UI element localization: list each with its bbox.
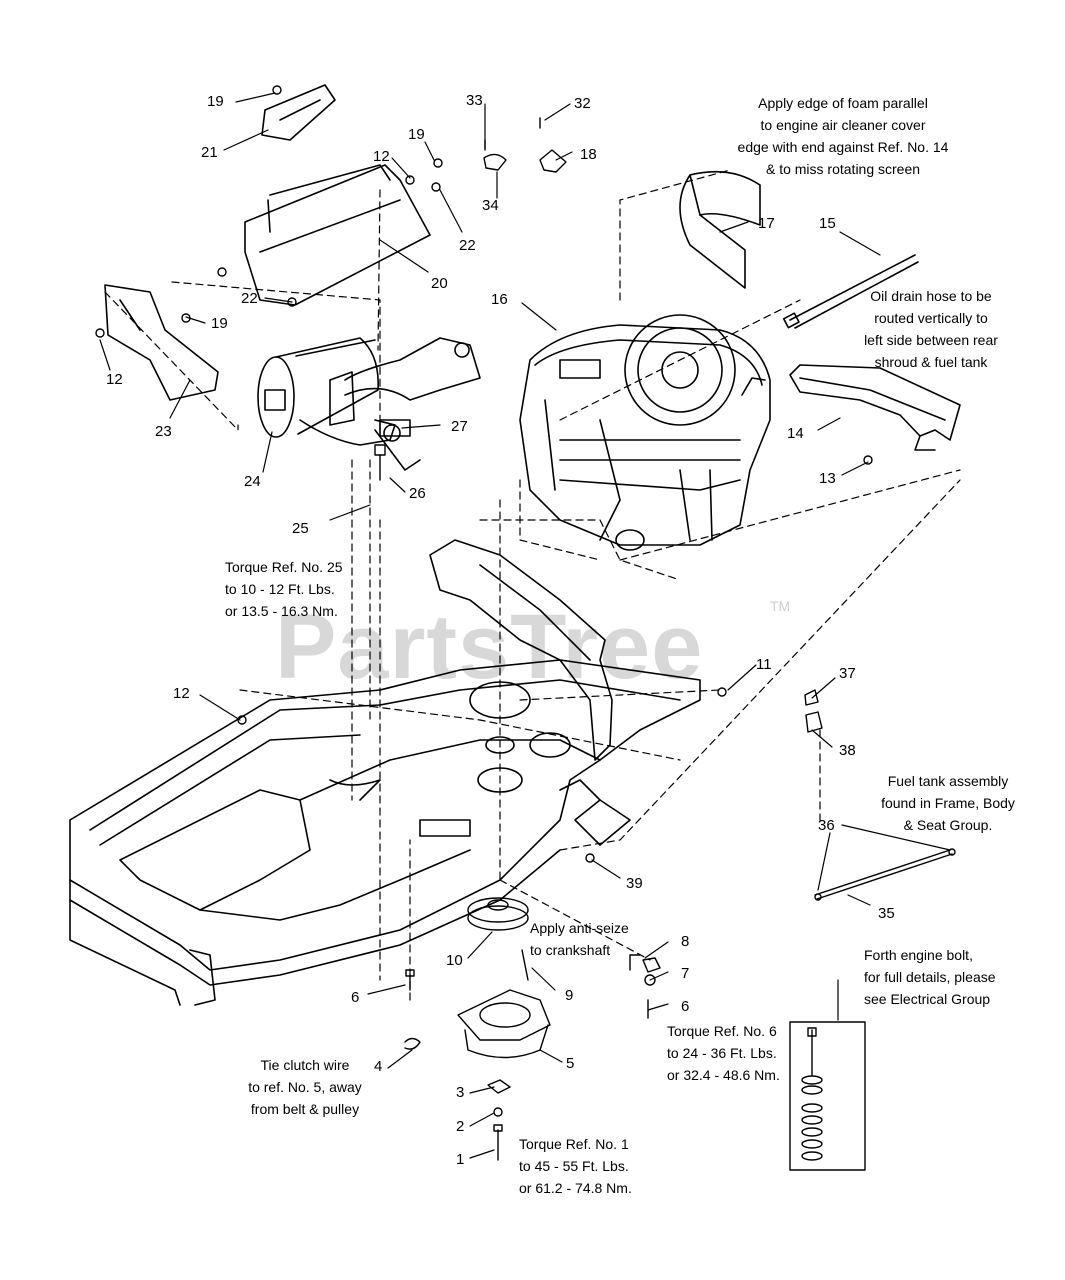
hardware-parts xyxy=(95,85,956,1161)
callout-12: 12 xyxy=(373,148,390,165)
callout-3: 3 xyxy=(456,1084,465,1101)
leader-lines xyxy=(99,92,951,1159)
callout-4: 4 xyxy=(374,1058,383,1075)
callout-10: 10 xyxy=(446,952,463,969)
callout-38: 38 xyxy=(839,742,856,759)
assembly-lines xyxy=(104,169,961,1001)
callout-6: 6 xyxy=(681,998,690,1015)
callout-1: 1 xyxy=(456,1151,465,1168)
callout-39: 39 xyxy=(626,875,643,892)
engine-bolt-detail-box xyxy=(789,1021,866,1171)
watermark-trademark: TM xyxy=(770,598,791,614)
watermark-logo: PartsTree xyxy=(275,596,704,698)
callout-11: 11 xyxy=(756,656,772,673)
callout-18: 18 xyxy=(580,146,597,163)
exhaust-pipes-27 xyxy=(299,337,481,471)
callout-27: 27 xyxy=(451,418,468,435)
callout-22: 22 xyxy=(241,290,258,307)
callout-23: 23 xyxy=(155,423,172,440)
callout-6: 6 xyxy=(351,989,360,1006)
callout-35: 35 xyxy=(878,905,895,922)
callout-12: 12 xyxy=(106,371,123,388)
side-shield-23 xyxy=(104,284,219,401)
callout-34: 34 xyxy=(482,197,499,214)
callout-25: 25 xyxy=(292,520,309,537)
callout-19: 19 xyxy=(211,315,228,332)
callout-12: 12 xyxy=(173,685,190,702)
shield-plate-21 xyxy=(261,84,336,141)
callout-22: 22 xyxy=(459,237,476,254)
callout-19: 19 xyxy=(408,126,425,143)
callout-19: 19 xyxy=(207,93,224,110)
callout-5: 5 xyxy=(566,1055,575,1072)
callout-16: 16 xyxy=(491,291,508,308)
callout-24: 24 xyxy=(244,473,261,490)
muffler-24 xyxy=(257,337,379,438)
callout-13: 13 xyxy=(819,470,836,487)
heat-shield-20 xyxy=(244,164,431,306)
note-forth-engine-bolt: Forth engine bolt,for full details, plea… xyxy=(864,947,996,1007)
callout-36: 36 xyxy=(818,817,835,834)
main-frame xyxy=(69,659,701,1006)
frame-upright xyxy=(429,539,613,761)
callout-2: 2 xyxy=(456,1118,465,1135)
callout-9: 9 xyxy=(565,987,574,1004)
callout-17: 17 xyxy=(758,215,775,232)
callout-37: 37 xyxy=(839,665,856,682)
callout-8: 8 xyxy=(681,933,690,950)
callout-7: 7 xyxy=(681,965,690,982)
callout-21: 21 xyxy=(201,144,218,161)
callout-15: 15 xyxy=(819,215,836,232)
callout-26: 26 xyxy=(409,485,426,502)
rear-shroud-14 xyxy=(789,364,961,451)
oil-drain-hose-15 xyxy=(782,254,919,329)
callout-32: 32 xyxy=(574,95,591,112)
callout-20: 20 xyxy=(431,275,448,292)
callout-14: 14 xyxy=(787,425,804,442)
engine-16 xyxy=(519,314,771,551)
callout-33: 33 xyxy=(466,92,483,109)
foam-strip-17 xyxy=(679,170,761,289)
